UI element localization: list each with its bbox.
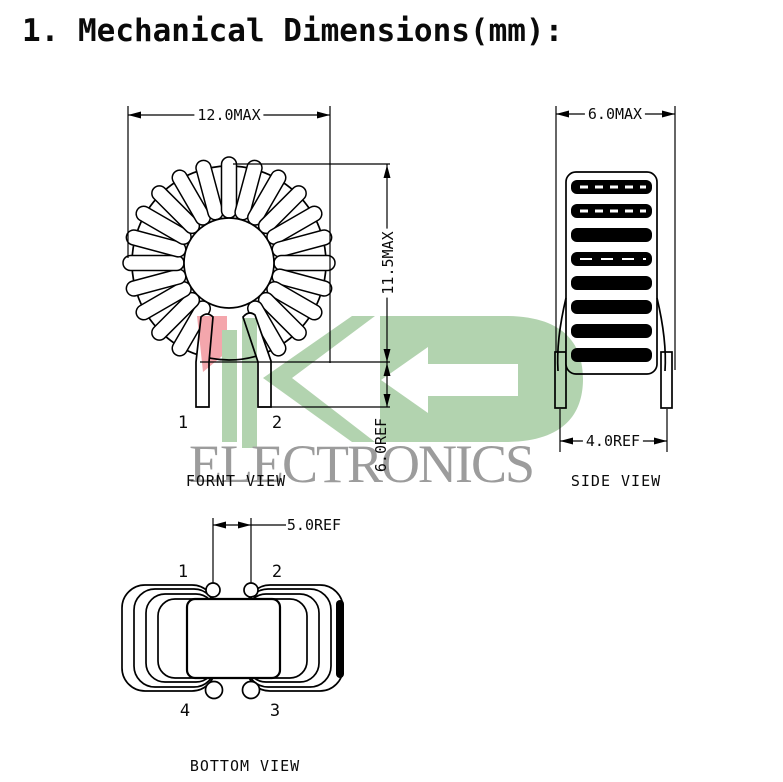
bottom-pin4-label: 4	[179, 701, 191, 721]
front-view-caption: FORNT VIEW	[185, 472, 287, 490]
bottom-pitch-dimension: 5.0REF	[286, 516, 342, 534]
front-pin1-label: 1	[177, 413, 189, 433]
front-lead-dimension: 6.0REF	[372, 417, 390, 473]
page-title: 1. Mechanical Dimensions(mm):	[22, 13, 564, 49]
side-leadspan-dimension: 4.0REF	[582, 432, 644, 450]
side-view-caption: SIDE VIEW	[570, 472, 662, 490]
toroid-inner-hole	[183, 217, 275, 309]
pin-3-circle	[241, 680, 261, 700]
front-height-dimension: 11.5MAX	[379, 228, 397, 298]
side-body	[565, 171, 658, 375]
bottom-pin1-label: 1	[177, 562, 189, 582]
front-pin2-label: 2	[271, 413, 283, 433]
pin-2-circle	[243, 582, 259, 598]
side-view-drawing	[554, 106, 676, 452]
side-width-dimension: 6.0MAX	[584, 105, 646, 123]
side-lead-right	[660, 351, 673, 409]
bottom-pins	[204, 582, 261, 700]
front-width-dimension: 12.0MAX	[194, 106, 264, 124]
pin-4-circle	[204, 680, 224, 700]
side-winding-bars	[571, 180, 652, 362]
bottom-core-face	[185, 597, 282, 680]
bottom-pin3-label: 3	[269, 701, 281, 721]
pin-1-circle	[205, 582, 221, 598]
bottom-view-drawing	[121, 518, 344, 700]
side-lead-left	[554, 351, 567, 409]
bottom-pin2-label: 2	[271, 562, 283, 582]
bottom-loop-edge-dark	[336, 600, 344, 678]
front-view-drawing	[122, 106, 391, 408]
toroid-windings	[122, 156, 336, 357]
bottom-view-caption: BOTTOM VIEW	[189, 757, 301, 775]
bottom-view-dimensions	[212, 518, 286, 584]
